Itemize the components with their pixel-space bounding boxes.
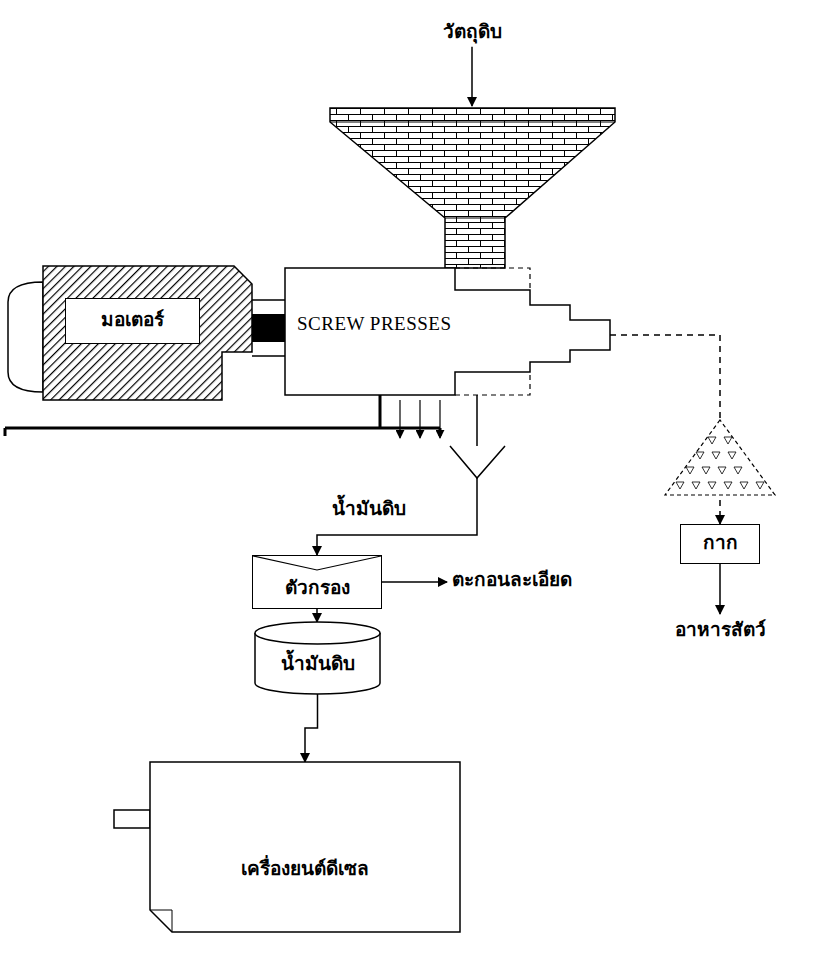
oil-flow-arrow bbox=[399, 400, 400, 438]
node-text: กาก bbox=[703, 531, 738, 555]
tank-lid bbox=[255, 622, 380, 644]
shaft-coupling bbox=[252, 314, 285, 342]
grain bbox=[712, 452, 720, 459]
filter-flap bbox=[253, 556, 381, 570]
grain bbox=[740, 482, 748, 489]
sediment-label: ตะกอนละเอียด bbox=[452, 568, 572, 592]
grain bbox=[708, 482, 716, 489]
coupling-housing bbox=[252, 300, 285, 356]
engine-block bbox=[150, 762, 460, 932]
oil-flow-arrow bbox=[419, 400, 420, 438]
diesel-engine: เครื่องยนต์ดีเซล bbox=[150, 762, 460, 940]
engine-foot bbox=[150, 910, 172, 932]
grain bbox=[724, 482, 732, 489]
grain bbox=[756, 482, 764, 489]
node-text: ตัวกรอง bbox=[285, 576, 350, 600]
residue-grains bbox=[676, 437, 764, 489]
node-text: น้ำมันดิบ bbox=[281, 652, 355, 676]
connector-label: น้ำมันดิบ bbox=[330, 497, 408, 521]
node-text: SCREW PRESSES bbox=[297, 312, 452, 336]
raw-material-label: วัตถุดิบ bbox=[443, 20, 502, 44]
flow-connector bbox=[305, 694, 318, 762]
motor-label-box: มอเตอร์ bbox=[65, 298, 200, 344]
screw-press-outline bbox=[285, 268, 610, 395]
oil-funnel bbox=[450, 446, 505, 478]
grain bbox=[708, 437, 716, 444]
node-text: เครื่องยนต์ดีเซล bbox=[241, 857, 369, 881]
motor-body bbox=[43, 266, 252, 400]
press-hidden-lines bbox=[455, 268, 530, 395]
grain bbox=[728, 452, 736, 459]
grain bbox=[692, 482, 700, 489]
motor-end-cap bbox=[8, 282, 43, 392]
engine-outline bbox=[150, 762, 460, 940]
funnel-ground bbox=[450, 446, 505, 478]
flow-connector bbox=[317, 395, 477, 555]
flow-connector bbox=[316, 609, 318, 622]
filter-box: ตัวกรอง bbox=[252, 555, 382, 609]
leader-arrow bbox=[719, 564, 721, 614]
screw-press: SCREW PRESSES bbox=[285, 268, 610, 395]
flow-connector bbox=[610, 335, 720, 524]
residue-pile bbox=[665, 420, 775, 495]
engine-shaft bbox=[114, 810, 150, 828]
grain bbox=[702, 467, 710, 474]
grain bbox=[724, 437, 732, 444]
oil-flow-arrow bbox=[439, 400, 440, 438]
grain bbox=[734, 467, 742, 474]
feed-hopper bbox=[330, 108, 615, 268]
leader-arrow bbox=[471, 47, 473, 106]
node-text: มอเตอร์ bbox=[101, 308, 164, 332]
oil-tank: น้ำมันดิบ bbox=[255, 622, 380, 694]
grain bbox=[676, 482, 684, 489]
grain bbox=[718, 467, 726, 474]
leader-arrow bbox=[382, 581, 447, 583]
residue-box: กาก bbox=[680, 524, 760, 564]
hopper-rim bbox=[330, 122, 615, 218]
animal-feed-label: อาหารสัตว์ bbox=[675, 618, 766, 642]
grain bbox=[686, 467, 694, 474]
machine-base bbox=[5, 395, 440, 436]
grain bbox=[696, 452, 704, 459]
